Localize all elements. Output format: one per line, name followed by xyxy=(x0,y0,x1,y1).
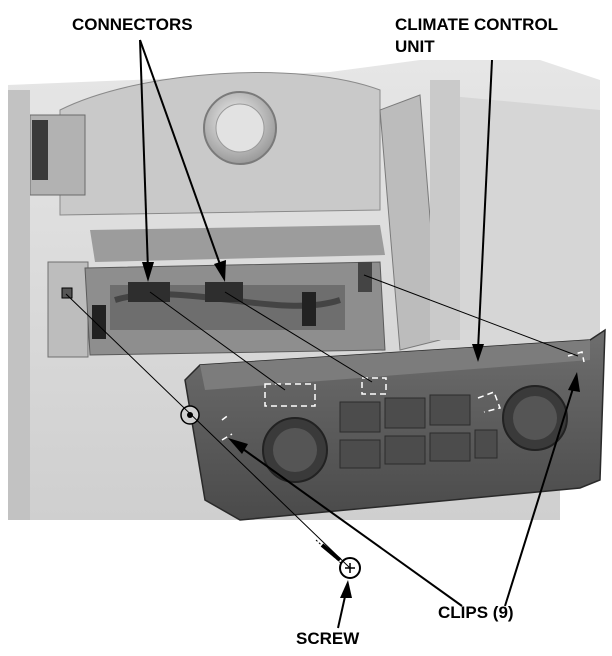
screw-label: SCREW xyxy=(296,629,360,648)
dashboard-photo xyxy=(8,60,600,520)
screw-shape xyxy=(315,539,361,579)
climate-control-unit-label-line1: CLIMATE CONTROL xyxy=(395,15,559,34)
clips-label: CLIPS (9) xyxy=(438,603,514,622)
arrowheads xyxy=(142,260,580,598)
connector-left-shape xyxy=(128,282,170,302)
leader-lines xyxy=(139,39,576,629)
alignment-lines xyxy=(65,274,579,569)
climate-control-unit-shape xyxy=(180,328,606,521)
climate-control-unit-label-line2: UNIT xyxy=(395,37,435,56)
connectors-label: CONNECTORS xyxy=(72,15,193,34)
